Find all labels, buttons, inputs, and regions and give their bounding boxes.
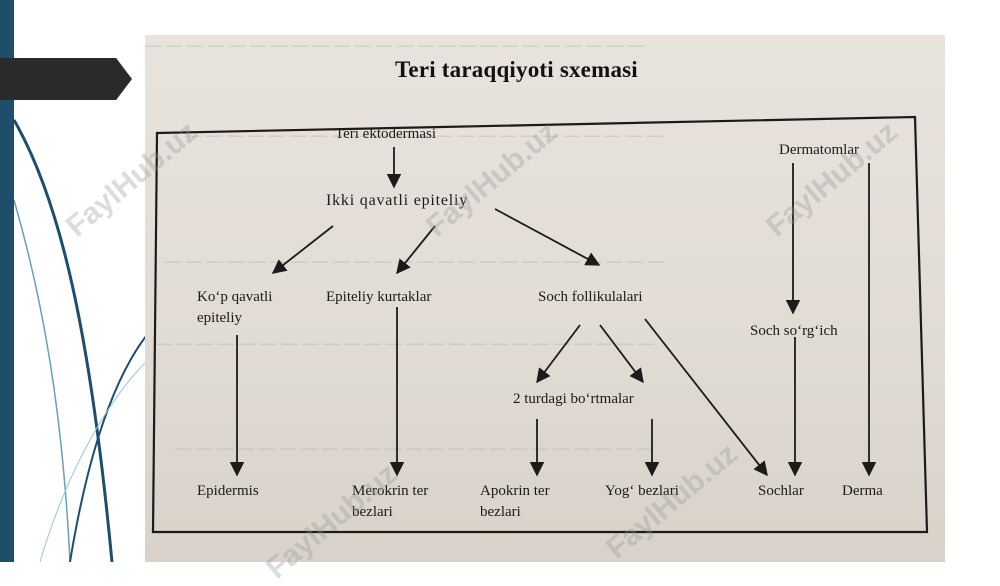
- node-ikki-qavatli-epiteliy: Ikki qavatli epiteliy: [326, 192, 469, 209]
- node-teri-ektodermasi: Teri ektodermasi: [335, 126, 436, 142]
- diagram-title: Teri taraqqiyoti sxemasi: [395, 57, 638, 82]
- node-soch-sorgich: Soch so‘rg‘ich: [750, 323, 838, 339]
- node-epidermis: Epidermis: [197, 483, 259, 499]
- textbook-photo: — — — — — — — — — — — — — — — — — — — — …: [145, 35, 945, 562]
- node-merokrin-line2: bezlari: [352, 504, 393, 520]
- node-sochlar: Sochlar: [758, 483, 804, 499]
- title-arrow-tab: [0, 58, 132, 100]
- node-yog-bezlari: Yog‘ bezlari: [605, 483, 679, 499]
- diagram-connectors: [151, 115, 929, 534]
- node-kop-qavatli-line1: Ko‘p qavatli: [197, 289, 273, 305]
- left-accent-bar: [0, 0, 14, 562]
- node-apokrin-line1: Apokrin ter: [480, 483, 550, 499]
- node-dermatomlar: Dermatomlar: [779, 142, 859, 158]
- node-merokrin-line1: Merokrin ter: [352, 483, 429, 499]
- node-kop-qavatli-line2: epiteliy: [197, 310, 242, 326]
- node-soch-follikulalari: Soch follikulalari: [538, 289, 643, 305]
- node-epiteliy-kurtaklar: Epiteliy kurtaklar: [326, 289, 432, 305]
- node-2-turdagi-bortmalar: 2 turdagi bo‘rtmalar: [513, 391, 634, 407]
- slide-decoration: [12, 119, 160, 562]
- node-derma: Derma: [842, 483, 883, 499]
- node-apokrin-line2: bezlari: [480, 504, 521, 520]
